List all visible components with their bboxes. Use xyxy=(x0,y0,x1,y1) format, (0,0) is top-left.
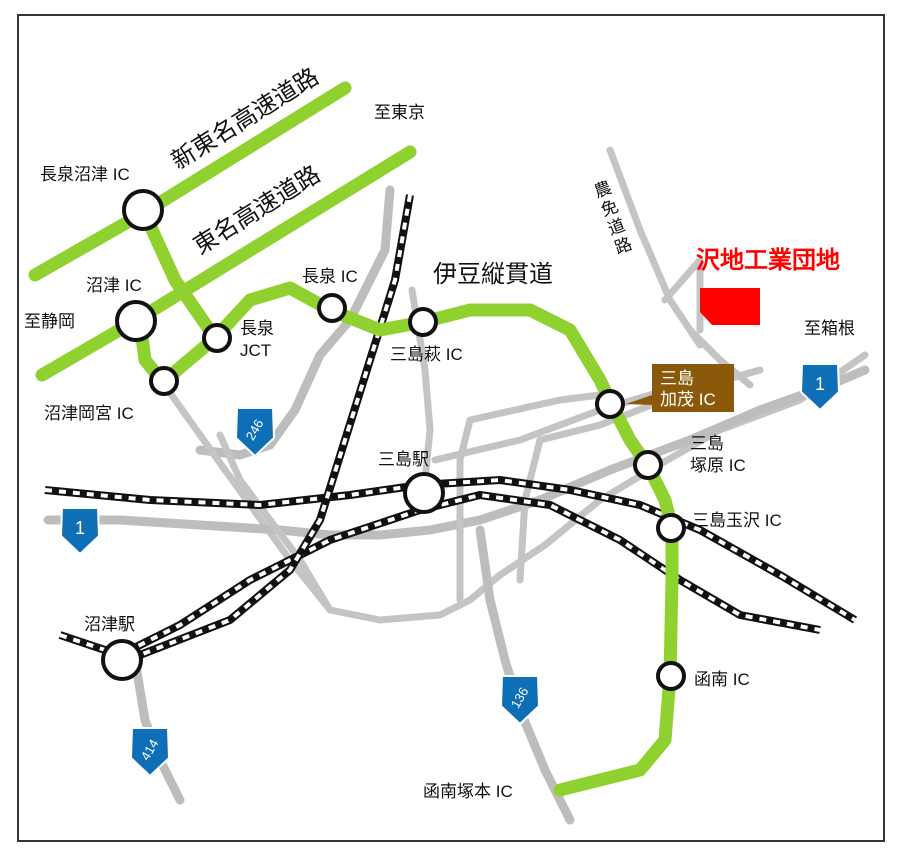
nomen-road-char-3: 道 xyxy=(605,215,627,239)
ic-label-mishima-kamo-2: 加茂 IC xyxy=(660,390,716,409)
ic-label-numazu: 沼津 IC xyxy=(86,276,142,295)
shield-1-west: 1 xyxy=(59,507,101,556)
nomen-road-char-2: 免 xyxy=(598,197,620,221)
ic-marker-mishima-kamo[interactable] xyxy=(595,389,625,419)
direction-tokyo: 至東京 xyxy=(374,103,425,122)
ic-marker-kannami[interactable] xyxy=(656,661,686,691)
direction-hakone: 至箱根 xyxy=(804,319,855,338)
ic-label-numazu-okamiya: 沼津岡宮 IC xyxy=(44,404,134,423)
ic-label-mishima-kamo-1: 三島 xyxy=(660,369,694,388)
ic-label-nagaizumi-numazu: 長泉沼津 IC xyxy=(40,165,130,184)
station-label-mishima: 三島駅 xyxy=(378,450,429,469)
nomen-road-char-1: 農 xyxy=(592,178,614,202)
shield-1-east-number: 1 xyxy=(815,374,825,394)
ic-label-nagaizumi-jct-1: 長泉 xyxy=(240,319,274,338)
ic-marker-nagaizumi-jct[interactable] xyxy=(202,323,232,353)
shield-136: 136 xyxy=(499,675,541,726)
ic-label-mishima-kamo-box: 三島 加茂 IC xyxy=(626,364,734,412)
direction-shizuoka: 至静岡 xyxy=(24,312,75,331)
ic-marker-numazu[interactable] xyxy=(115,300,157,342)
ic-label-mishima-tsukahara-2: 塚原 IC xyxy=(690,456,746,475)
industrial-park-area[interactable] xyxy=(700,288,760,325)
station-marker-numazu[interactable] xyxy=(101,639,143,681)
ic-label-kannami-tsukamoto: 函南塚本 IC xyxy=(423,782,513,801)
route-246-road xyxy=(195,185,395,460)
ic-label-mishima-tsukahara-1: 三島 xyxy=(690,434,724,453)
station-label-numazu: 沼津駅 xyxy=(84,615,135,634)
route-shields: 246 1 1 136 414 xyxy=(59,363,841,778)
shield-1-west-number: 1 xyxy=(75,518,85,538)
local-road-grid-1 xyxy=(456,391,604,604)
local-roads xyxy=(43,146,870,825)
ic-label-mishima-hagi: 三島萩 IC xyxy=(390,345,463,364)
railways xyxy=(44,194,858,660)
ic-marker-nagaizumi-numazu[interactable] xyxy=(122,189,164,231)
local-road-numazu xyxy=(216,431,334,614)
interchange-markers xyxy=(101,189,686,691)
railway-tokaido xyxy=(44,475,858,624)
ic-label-mishima-tamasawa: 三島玉沢 IC xyxy=(692,511,782,530)
ic-label-kannami: 函南 IC xyxy=(694,670,750,689)
ic-marker-nagaizumi[interactable] xyxy=(317,293,347,323)
shield-414: 414 xyxy=(129,727,171,778)
station-marker-mishima[interactable] xyxy=(403,472,445,514)
ic-label-nagaizumi: 長泉 IC xyxy=(302,267,358,286)
industrial-park-name: 沢地工業団地 xyxy=(696,247,840,274)
ic-marker-numazu-okamiya[interactable] xyxy=(149,366,179,396)
ic-marker-mishima-tsukahara[interactable] xyxy=(633,450,663,480)
connector-road xyxy=(136,203,222,345)
ic-label-nagaizumi-jct-2: JCT xyxy=(240,341,271,360)
ic-marker-mishima-hagi[interactable] xyxy=(408,307,438,337)
izu-jukan-label: 伊豆縦貫道 xyxy=(433,261,553,288)
nomen-road xyxy=(606,146,704,349)
nomen-road-char-4: 路 xyxy=(612,234,634,258)
shield-246: 246 xyxy=(234,407,276,458)
izu-jukan-road xyxy=(133,281,679,797)
shield-1-east: 1 xyxy=(799,363,841,412)
nomen-road-label: 農 免 道 路 xyxy=(592,178,635,258)
ic-marker-mishima-tamasawa[interactable] xyxy=(656,513,686,543)
local-road-grid-3 xyxy=(431,376,704,464)
map-frame xyxy=(17,14,885,842)
